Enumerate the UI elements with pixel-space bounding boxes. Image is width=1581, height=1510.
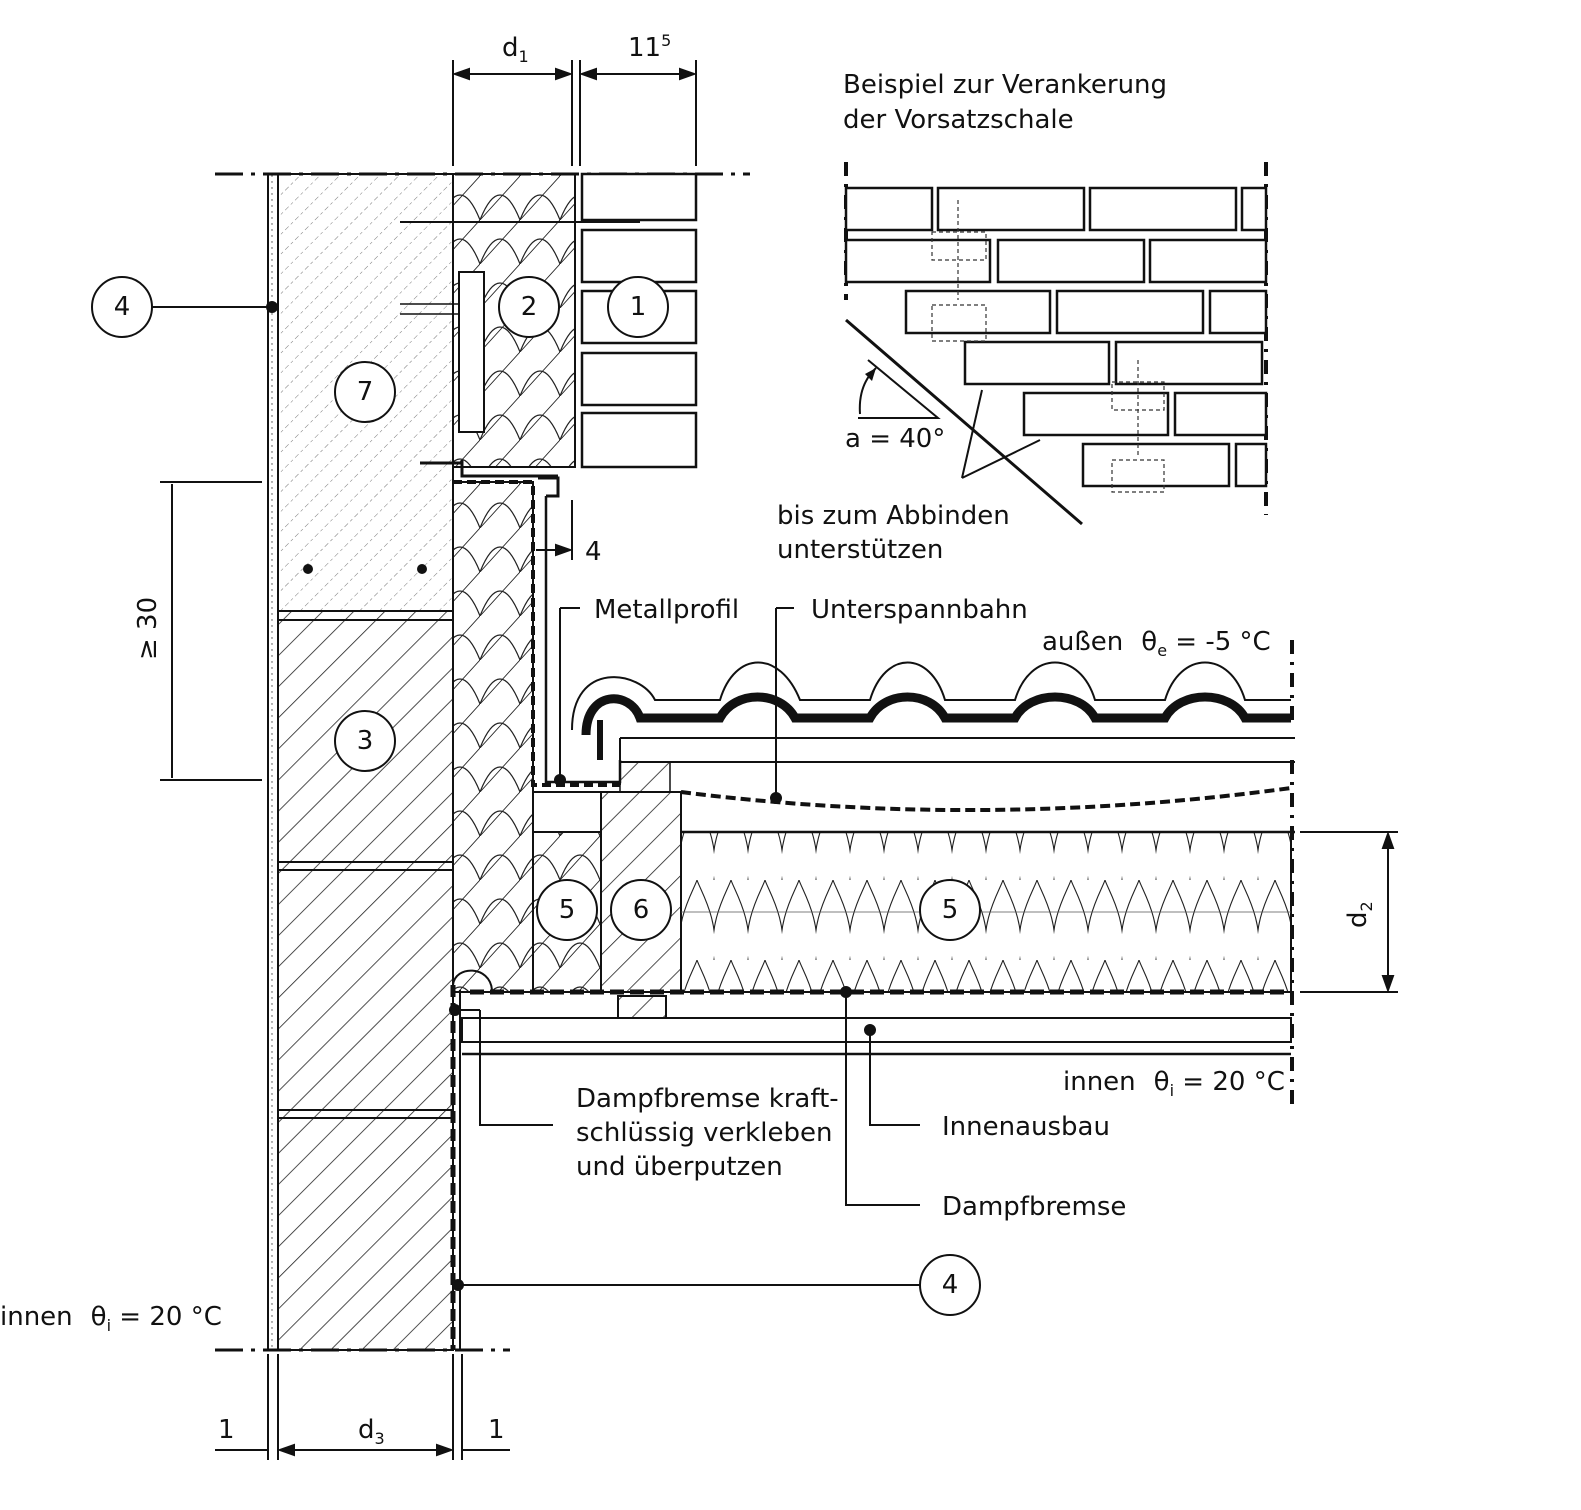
dim-right-one: 1 [488,1415,505,1445]
dim-left-one: 1 [218,1415,235,1445]
innenausbau-label: Innenausbau [942,1112,1110,1142]
callout-2: 2 [521,292,538,322]
underlay-membrane [680,786,1292,813]
dim-gap: 4 [585,537,602,567]
callout-3: 3 [357,726,374,756]
dim-d2: d2 [1343,901,1376,928]
interior-lining [461,1017,1292,1043]
unterspannbahn-label: Unterspannbahn [811,595,1028,625]
callout-7: 7 [357,377,374,407]
vapor-note-line-2: schlüssig verkleben [576,1118,832,1148]
dampfbremse-label: Dampfbremse [942,1192,1126,1222]
interior-plaster-left [267,173,279,1351]
detail-title-line-1: Beispiel zur Verankerung [843,70,1167,100]
dim-d1: d1 [502,33,529,66]
angle-label: a = 40° [845,424,945,454]
roof-tiles [571,661,1291,760]
callout-4-top: 4 [114,292,131,322]
callout-4-bottom: 4 [942,1270,959,1300]
knee-wall-insulation [452,481,534,993]
callout-5-large: 5 [942,895,959,925]
dim-brick: 115 [628,31,671,63]
vapor-note-line-1: Dampfbremse kraft- [576,1084,839,1114]
detail-title-line-2: der Vorsatzschale [843,105,1074,135]
callout-6: 6 [633,895,650,925]
anchoring-detail-inset [844,162,1268,526]
callout-1: 1 [630,292,647,322]
dim-d3: d3 [358,1415,385,1448]
dim-min-height: ≥ 30 [133,597,163,660]
support-label-line-1: bis zum Abbinden [777,501,1010,531]
vapor-note-line-3: und überputzen [576,1152,783,1182]
support-label-line-2: unterstützen [777,535,943,565]
metallprofil-label: Metallprofil [594,595,739,625]
callout-5-small: 5 [559,895,576,925]
